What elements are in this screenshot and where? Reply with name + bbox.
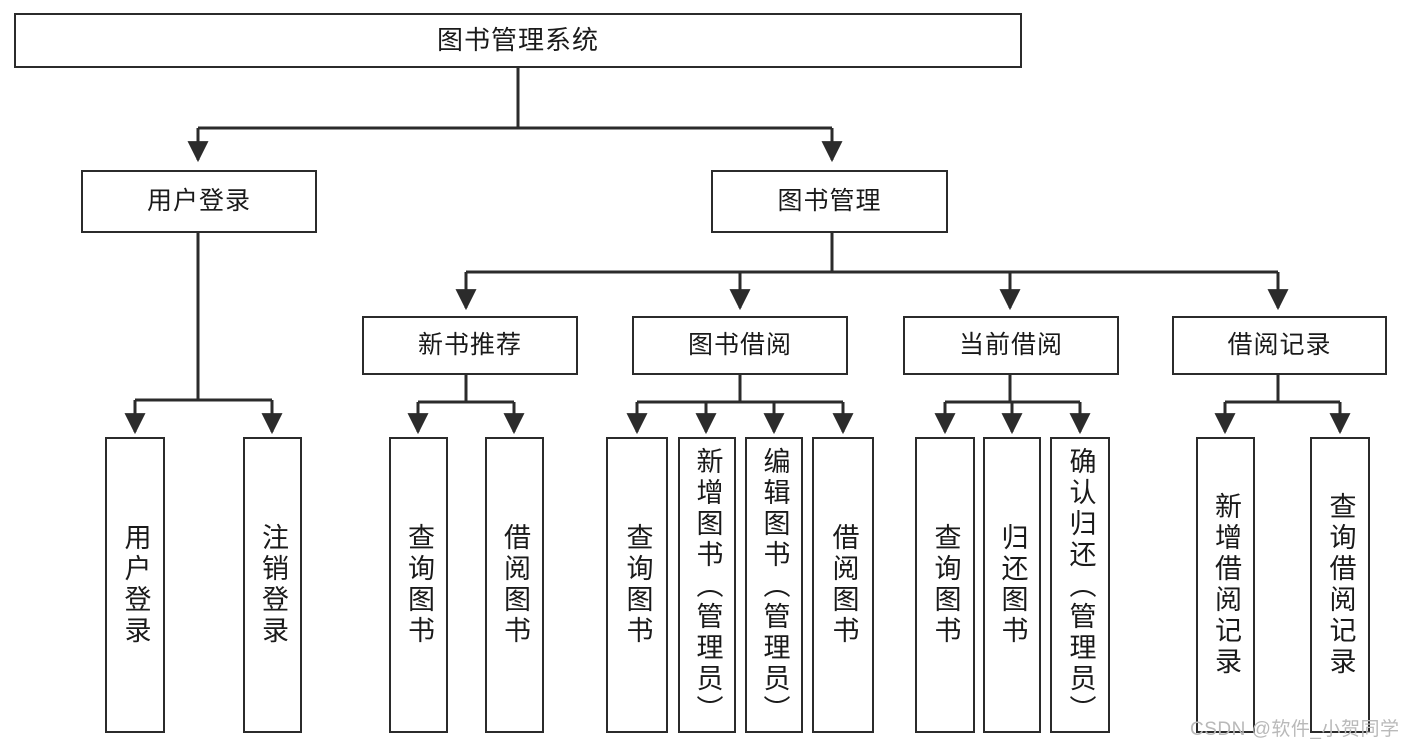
node-new-book-recommend[interactable]: 新书推荐 bbox=[362, 316, 578, 375]
node-label: 确认归还（管理员） bbox=[1065, 447, 1096, 726]
node-user-login[interactable]: 用户登录 bbox=[81, 170, 317, 233]
node-label: 图书借阅 bbox=[687, 331, 792, 360]
node-label: 图书管理 bbox=[777, 187, 882, 216]
node-label: 图书管理系统 bbox=[436, 24, 599, 55]
node-label: 注销登录 bbox=[258, 523, 288, 647]
node-label: 新增借阅记录 bbox=[1211, 492, 1241, 678]
leaf-current-borrow-confirm-return-admin[interactable]: 确认归还（管理员） bbox=[1050, 437, 1110, 733]
node-label: 归还图书 bbox=[997, 523, 1028, 647]
leaf-new-book-borrow-book[interactable]: 借阅图书 bbox=[485, 437, 544, 733]
node-label: 查询图书 bbox=[622, 523, 653, 647]
node-label: 查询图书 bbox=[930, 523, 961, 647]
leaf-borrow-records-query-record[interactable]: 查询借阅记录 bbox=[1310, 437, 1370, 733]
leaf-current-borrow-return-book[interactable]: 归还图书 bbox=[983, 437, 1041, 733]
leaf-book-borrow-edit-book-admin[interactable]: 编辑图书（管理员） bbox=[745, 437, 803, 733]
node-label: 当前借阅 bbox=[958, 331, 1063, 360]
node-label: 编辑图书（管理员） bbox=[759, 447, 790, 726]
node-label: 借阅记录 bbox=[1227, 331, 1332, 360]
leaf-book-borrow-query-book[interactable]: 查询图书 bbox=[606, 437, 668, 733]
node-label: 新书推荐 bbox=[417, 331, 522, 360]
node-label: 用户登录 bbox=[146, 187, 251, 216]
csdn-watermark: CSDN @软件_小贺同学 bbox=[1190, 719, 1400, 740]
leaf-user-login-login[interactable]: 用户登录 bbox=[105, 437, 165, 733]
leaf-book-borrow-borrow-book[interactable]: 借阅图书 bbox=[812, 437, 874, 733]
leaf-user-login-logout[interactable]: 注销登录 bbox=[243, 437, 302, 733]
leaf-book-borrow-add-book-admin[interactable]: 新增图书（管理员） bbox=[678, 437, 736, 733]
leaf-new-book-query-book[interactable]: 查询图书 bbox=[389, 437, 448, 733]
node-book-management[interactable]: 图书管理 bbox=[711, 170, 948, 233]
leaf-current-borrow-query-book[interactable]: 查询图书 bbox=[915, 437, 975, 733]
leaf-borrow-records-add-record[interactable]: 新增借阅记录 bbox=[1196, 437, 1255, 733]
node-label: 借阅图书 bbox=[828, 523, 859, 647]
node-current-borrow[interactable]: 当前借阅 bbox=[903, 316, 1119, 375]
node-label: 查询图书 bbox=[404, 523, 434, 647]
node-label: 借阅图书 bbox=[500, 523, 530, 647]
node-borrow-records[interactable]: 借阅记录 bbox=[1172, 316, 1387, 375]
node-label: 用户登录 bbox=[120, 523, 151, 647]
node-label: 新增图书（管理员） bbox=[692, 447, 723, 726]
node-root-book-management-system[interactable]: 图书管理系统 bbox=[14, 13, 1022, 68]
node-label: 查询借阅记录 bbox=[1325, 492, 1356, 678]
node-book-borrow[interactable]: 图书借阅 bbox=[632, 316, 848, 375]
